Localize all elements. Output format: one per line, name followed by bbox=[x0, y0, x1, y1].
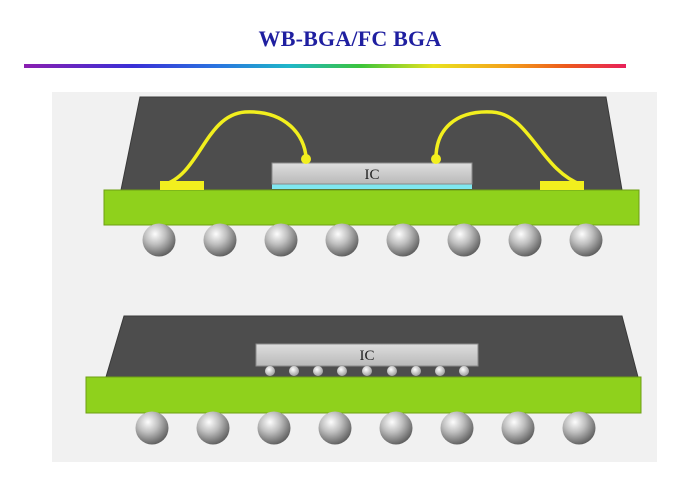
solder-ball bbox=[135, 411, 169, 445]
ic-die-label: IC bbox=[360, 348, 375, 364]
ic-die bbox=[271, 162, 473, 185]
solder-ball bbox=[264, 223, 298, 257]
bond-wire-right bbox=[434, 110, 584, 187]
solder-bump bbox=[337, 366, 347, 376]
solder-ball bbox=[196, 411, 230, 445]
bond-pad-left bbox=[160, 181, 204, 190]
substrate bbox=[85, 376, 642, 414]
bond-wire-left bbox=[161, 110, 308, 187]
wire-ball-bond-left bbox=[301, 154, 311, 164]
ic-die-label: IC bbox=[365, 167, 380, 183]
solder-ball bbox=[508, 223, 542, 257]
flip-chip-bumps bbox=[265, 366, 469, 376]
wire-bond-bga-package: IC bbox=[103, 96, 640, 257]
solder-ball bbox=[569, 223, 603, 257]
solder-ball bbox=[203, 223, 237, 257]
solder-ball bbox=[562, 411, 596, 445]
solder-ball-row-bottom bbox=[135, 411, 596, 445]
solder-ball-row-top bbox=[142, 223, 603, 257]
solder-ball bbox=[501, 411, 535, 445]
solder-bump bbox=[289, 366, 299, 376]
solder-bump bbox=[265, 366, 275, 376]
solder-ball bbox=[257, 411, 291, 445]
die-attach bbox=[272, 183, 472, 189]
solder-ball bbox=[142, 223, 176, 257]
wire-ball-bond-right bbox=[431, 154, 441, 164]
solder-ball bbox=[447, 223, 481, 257]
solder-ball bbox=[318, 411, 352, 445]
solder-bump bbox=[411, 366, 421, 376]
substrate bbox=[103, 189, 640, 226]
solder-ball bbox=[386, 223, 420, 257]
solder-ball bbox=[325, 223, 359, 257]
solder-bump bbox=[387, 366, 397, 376]
solder-bump bbox=[435, 366, 445, 376]
bond-pad-right bbox=[540, 181, 584, 190]
solder-ball bbox=[440, 411, 474, 445]
flip-chip-bga-package: IC bbox=[85, 315, 642, 445]
solder-bump bbox=[313, 366, 323, 376]
slide-title: WB-BGA/FC BGA bbox=[258, 26, 442, 51]
solder-bump bbox=[362, 366, 372, 376]
solder-ball bbox=[379, 411, 413, 445]
title-divider bbox=[24, 64, 626, 68]
solder-bump bbox=[459, 366, 469, 376]
